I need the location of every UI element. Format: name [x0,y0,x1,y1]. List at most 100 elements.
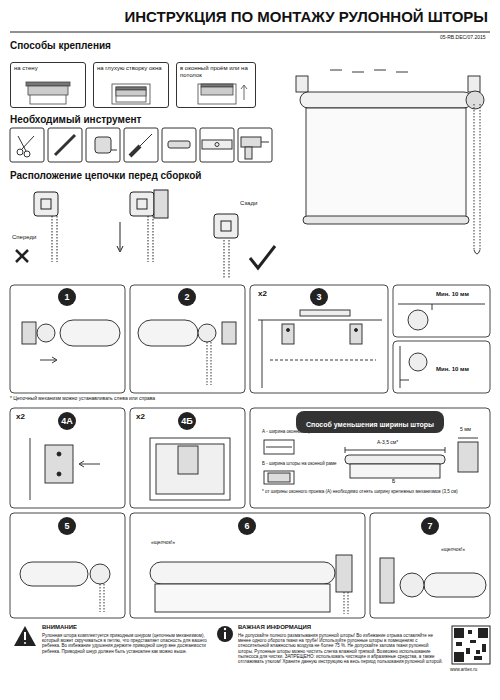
mount-option-drawing [26,82,70,86]
tool-icon [95,137,111,153]
step-drawing [458,438,478,439]
option-title: на стену [14,65,82,72]
step-drawing [344,592,348,614]
tool-icon [48,128,82,162]
label-slot: А-3,5 см* [376,440,399,446]
step-drawing [258,320,382,388]
website: www.arttex.ru [450,667,477,672]
dimension: Б [392,479,395,485]
callout-number: 7 [427,521,432,531]
tool-icon [200,128,234,162]
step-drawing [350,324,362,344]
step-drawing [350,464,440,478]
chain-position-drawing [34,192,58,216]
option-title: на глухую створку окна [97,65,165,72]
notice-heading: ВНИМАНИЕ [42,624,77,631]
mount-option-drawing [244,86,245,100]
callout-number: 1 [64,292,69,302]
mount-option-drawing [201,87,233,95]
qr-code [454,628,464,638]
step-drawing [60,320,120,346]
roller-blind-overview [352,72,364,73]
tool-icon [261,142,269,143]
label-slot: Рулонная штора комплектуется приводным ш… [42,633,210,654]
qr-code [478,628,488,638]
step-drawing [45,445,73,483]
step-drawing [138,320,198,346]
chain-position-drawing [148,216,153,262]
callout-number: 2 [184,292,189,302]
tool-icon [10,128,272,162]
chain-position-drawing [16,250,28,262]
chain-position-drawing [221,221,231,231]
roller-blind-overview [466,91,484,109]
tool-icon [24,151,30,157]
notice-body: Рулонная штора комплектуется приводным ш… [42,633,210,654]
section-heading: Расположение цепочки перед сборкой [10,170,202,182]
label-slot: Необходимый инструмент [10,114,141,126]
step-number: 5 [58,517,76,535]
chain-position-drawing [137,199,147,209]
info-icon [217,626,233,642]
roller-blind-overview [300,92,472,108]
step-drawing [57,452,61,456]
label-slot: x2 [258,289,267,298]
roller-blind-overview [396,72,408,73]
step-panel [393,285,490,337]
quantity-mark: x2 [258,289,267,298]
step-panel [130,408,245,508]
step-drawing [79,461,84,467]
qr-code [466,648,470,654]
chain-position-drawing [130,192,154,216]
step-drawing [198,324,216,342]
document-code: 05-RB.DEC/07.2015 [440,35,486,41]
step-drawing [432,304,433,310]
step-drawing [400,573,424,597]
tool-icon [10,128,44,162]
roller-blind-overview [468,76,480,92]
tool-icon [124,128,158,162]
legend-note: Б - ширина шторы на оконной раме [262,461,337,466]
chain-position-drawing [41,199,51,209]
step-drawing [264,440,294,454]
step-drawing [300,310,350,316]
roller-blind-overview [474,104,480,250]
qr-code [452,626,490,664]
step-drawing [222,322,236,344]
callout-number: 5 [64,521,69,531]
step-drawing [178,446,198,474]
step-drawing [345,455,445,464]
roller-blind-overview [474,250,480,254]
step-drawing [57,472,61,476]
label-slot: * Цепочный механизм можно устанавливать … [10,396,155,402]
step-number: 4Б [178,412,196,430]
chain-position-drawing [214,214,238,238]
label-slot: Не допускайте полного разматывания рулон… [238,633,443,664]
sound-callout: «щелчок!» [150,540,176,546]
label-slot: ВНИМАНИЕ [42,624,77,631]
label-slot: www.arttex.ru [450,667,477,672]
notice-heading: ВАЖНАЯ ИНФОРМАЦИЯ [238,624,311,631]
step-panel [10,285,490,618]
mount-option-box: на стену [10,62,86,108]
step-drawing [445,447,446,453]
step-drawing [458,442,478,472]
warning-icon [24,642,26,644]
step-number: 1 [58,288,76,306]
step-drawing [380,558,394,603]
chain-position-drawing [52,216,57,262]
step-drawing [80,464,100,465]
mount-option-drawing [116,90,146,96]
mount-option-drawing [241,85,247,89]
step-drawing [400,346,401,388]
mount-option-drawing [116,87,146,90]
tool-icon [140,134,152,146]
step-drawing [400,380,409,381]
step-panel [10,513,125,618]
callout-number: 3 [316,292,321,302]
mount-option-drawing [198,84,236,104]
roller-blind-overview [374,70,386,71]
tool-icon [241,137,261,147]
tool-icon [111,150,117,151]
step-drawing [266,447,292,448]
